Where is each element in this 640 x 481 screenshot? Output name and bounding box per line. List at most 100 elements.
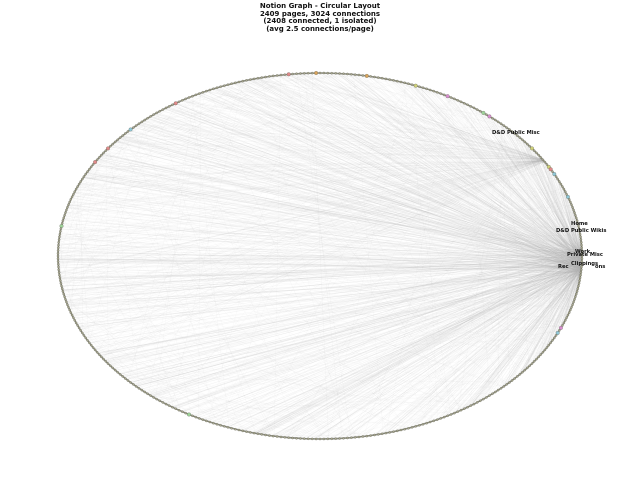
edge [221, 189, 565, 426]
edge [551, 267, 582, 342]
page-node [146, 392, 149, 396]
edge [93, 254, 583, 348]
edge [83, 159, 544, 335]
edge [531, 255, 583, 365]
edge [242, 270, 582, 432]
page-node [230, 427, 233, 430]
page-node [72, 193, 75, 196]
edge [86, 172, 581, 273]
edge [255, 78, 583, 255]
edge [548, 252, 583, 346]
edge [58, 159, 543, 264]
edge [119, 138, 582, 273]
edge [339, 73, 582, 268]
edge [230, 73, 313, 429]
edge [515, 134, 583, 261]
edge [165, 258, 583, 405]
page-node [126, 379, 130, 382]
edge [125, 133, 568, 197]
edge [67, 207, 576, 297]
edge [83, 176, 582, 273]
edge [80, 81, 401, 183]
page-node [565, 316, 568, 319]
edge [213, 88, 463, 410]
edge [105, 251, 582, 362]
edge [106, 150, 109, 364]
edge [526, 143, 582, 266]
edge [58, 242, 75, 320]
edge [184, 378, 514, 413]
page-node [84, 336, 87, 340]
edge [134, 126, 582, 268]
edge [57, 252, 123, 376]
edge [448, 96, 505, 387]
edge [84, 175, 575, 214]
edge [328, 72, 583, 255]
edge [76, 188, 90, 343]
page-node [76, 185, 79, 188]
edge [249, 79, 544, 161]
edge [63, 259, 582, 295]
edge [156, 112, 582, 269]
edge [271, 257, 583, 437]
page-node [446, 414, 449, 418]
page-node [425, 87, 428, 91]
page-node [95, 350, 99, 354]
edge [565, 191, 583, 260]
edge [297, 269, 582, 439]
edge [345, 73, 467, 408]
title-line-3: (2408 connected, 1 isolated) [263, 17, 377, 26]
edge [376, 247, 582, 435]
edge [409, 259, 583, 429]
edge [110, 108, 477, 367]
edge [400, 223, 579, 431]
page-node [516, 134, 519, 137]
page-node [539, 156, 543, 159]
edge [240, 81, 583, 251]
edge [572, 207, 583, 262]
page-node [102, 151, 105, 155]
edge [323, 190, 566, 440]
edge [307, 72, 583, 259]
edge [102, 153, 583, 260]
edge [548, 167, 582, 268]
page-node [116, 370, 119, 374]
edge [340, 73, 582, 266]
edge [198, 93, 582, 271]
edge [226, 267, 582, 428]
edge [386, 78, 473, 108]
edge [476, 108, 583, 262]
page-node [152, 396, 155, 399]
edge [552, 268, 582, 340]
edge [503, 125, 583, 259]
edge [113, 259, 582, 369]
edge [79, 183, 582, 264]
page-node [57, 265, 60, 269]
edge [355, 145, 530, 438]
edge [148, 117, 567, 195]
edge [181, 262, 582, 412]
edge [559, 268, 582, 330]
edge [180, 257, 583, 412]
edge [549, 251, 583, 344]
edge [424, 266, 582, 424]
edge [67, 207, 582, 262]
page-node [57, 271, 61, 274]
edge [207, 90, 543, 160]
edge [59, 260, 582, 279]
edge [250, 79, 544, 161]
edge [81, 106, 471, 333]
edge [60, 231, 534, 363]
edge [259, 258, 583, 435]
edge [80, 161, 545, 331]
edge [150, 255, 583, 396]
edge [166, 107, 583, 254]
page-node [58, 276, 62, 280]
edge [107, 269, 582, 363]
edge [171, 80, 244, 407]
page-node [164, 106, 168, 110]
edge [413, 85, 582, 266]
page-node [67, 203, 70, 206]
edge [363, 253, 583, 437]
edge [253, 276, 581, 434]
